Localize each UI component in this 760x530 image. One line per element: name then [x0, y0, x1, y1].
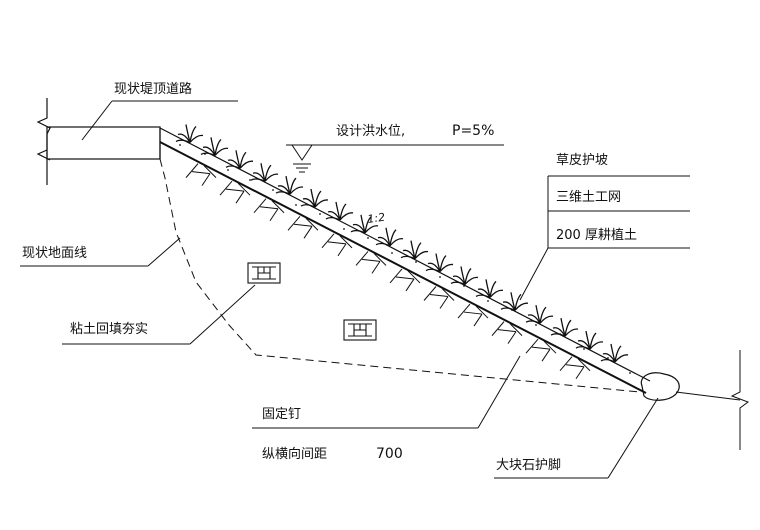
- existing-ground-dashed-line: [159, 158, 641, 393]
- grass-tuft-icon: [475, 279, 504, 298]
- grass-tuft-icon: [525, 305, 554, 324]
- anchor-nail-mark: [559, 356, 591, 380]
- anchor-nail-mark: [491, 321, 523, 344]
- layer-annotation-lines: [519, 175, 690, 301]
- label-slope-ratio: 1:2: [367, 211, 386, 226]
- label-existing-ground-line: 现状地面线: [22, 246, 87, 261]
- right-ground-line: [675, 350, 750, 450]
- grass-tuft-icon: [350, 214, 379, 234]
- grass-tuft-icon: [325, 201, 354, 221]
- road-slab: [46, 126, 161, 160]
- anchor-nail-mark: [423, 286, 455, 309]
- nail-leader: [252, 355, 521, 429]
- grass-tuft-icon: [275, 176, 304, 195]
- slope-top-line: [159, 127, 651, 382]
- break-line-icon: [36, 149, 51, 161]
- grass-tuft-icon: [575, 330, 604, 350]
- grass-tuft-icon: [550, 318, 579, 337]
- label-turf-protection: 草皮护坡: [556, 153, 608, 168]
- break-line-icon: [36, 98, 51, 185]
- anchor-nail-mark: [219, 180, 251, 204]
- grass-tuft-icon: [250, 163, 279, 182]
- anchor-nail-mark: [253, 198, 285, 222]
- geonet-line: [159, 141, 647, 394]
- embankment-road: [36, 98, 161, 185]
- soil-hatch-icon: [343, 319, 377, 341]
- break-line-icon: [730, 350, 750, 450]
- slope-surface: [159, 127, 651, 394]
- anchor-nails: [185, 163, 591, 380]
- grass-tuft-icon: [600, 343, 629, 363]
- label-existing-road: 现状堤顶道路: [114, 81, 192, 97]
- label-geonet: 三维土工网: [556, 190, 621, 205]
- label-spacing: 纵横向间距: [262, 446, 327, 462]
- clay-leader: [62, 284, 256, 345]
- stone-leader: [494, 397, 659, 479]
- label-stone-toe: 大块石护脚: [496, 457, 561, 473]
- grass-tuft-icon: [400, 240, 429, 260]
- road-leader: [81, 100, 238, 141]
- grass-tuft-icon: [300, 188, 329, 208]
- label-anchor-nail: 固定钉: [262, 407, 301, 422]
- ground-leader: [20, 237, 181, 267]
- label-topsoil: 200 厚耕植土: [556, 227, 637, 243]
- anchor-nail-mark: [185, 163, 217, 186]
- anchor-nail-mark: [287, 215, 319, 239]
- grass-tufts: [175, 124, 629, 363]
- grass-tuft-icon: [175, 124, 204, 144]
- grass-tuft-icon: [500, 292, 529, 311]
- stone-toe-boulder: [640, 372, 680, 401]
- grass-tuft-icon: [375, 227, 404, 247]
- water-level-triangle-icon: [286, 144, 504, 173]
- grass-tuft-icon: [450, 266, 479, 286]
- label-flood-frequency: P=5%: [452, 123, 494, 139]
- label-spacing-value: 700: [376, 446, 403, 462]
- anchor-nail-mark: [457, 303, 489, 327]
- topsoil-dots: [179, 144, 631, 374]
- grass-tuft-icon: [200, 137, 229, 156]
- soil-hatch-icon: [247, 262, 281, 284]
- anchor-nail-mark: [389, 268, 421, 292]
- grass-tuft-icon: [425, 253, 454, 273]
- grass-tuft-icon: [225, 150, 254, 169]
- anchor-nail-mark: [321, 233, 353, 257]
- anchor-nail-mark: [525, 338, 557, 362]
- label-design-flood-level: 设计洪水位,: [336, 124, 405, 139]
- anchor-nail-mark: [355, 251, 387, 274]
- label-clay-backfill: 粘土回填夯实: [70, 322, 148, 337]
